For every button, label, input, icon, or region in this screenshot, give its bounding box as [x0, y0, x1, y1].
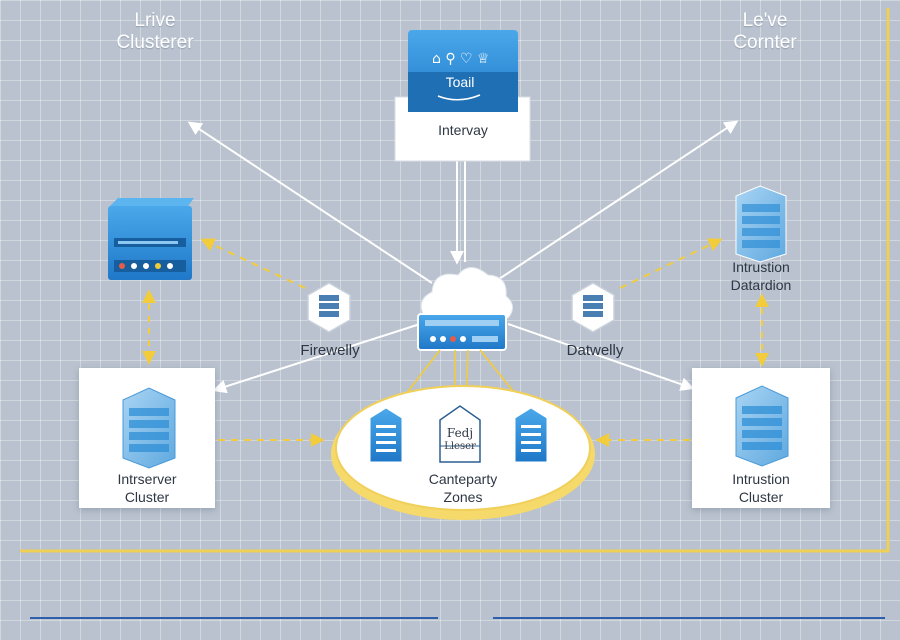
top-left-title-line1: Lrive — [134, 10, 176, 31]
intrserver-cluster-panel — [79, 368, 215, 508]
top-left-title-line2: Clusterer — [116, 32, 194, 53]
zone-box-label-line1: Fedj — [446, 426, 474, 440]
zone-box-label: Fedj Lleser — [438, 426, 482, 454]
dashed-arrow-dataway-intrusion — [619, 238, 723, 289]
zone-server-right-icon — [514, 407, 548, 463]
left-cluster-label: Intrserver Cluster — [79, 470, 215, 506]
svg-text:⌂ ⚲ ♡ ♕: ⌂ ⚲ ♡ ♕ — [432, 51, 490, 67]
dataway-hex-icon — [571, 282, 615, 333]
top-right-title: Le've Cornter — [705, 10, 825, 54]
cloud-hub — [417, 267, 513, 351]
gateway-screen-text: Toail — [445, 74, 475, 90]
intrusion-detection-label: Intrustion Datardion — [700, 258, 822, 294]
top-left-title: Lrive Clusterer — [95, 10, 215, 54]
right-cluster-label-line2: Cluster — [738, 489, 784, 505]
firewall-hex-icon — [307, 282, 351, 333]
intrusion-detection-label-line2: Datardion — [730, 277, 792, 293]
left-cluster-label-line2: Cluster — [124, 489, 170, 505]
zone-box-label-line2: Lleser — [444, 441, 476, 452]
network-device-left — [108, 198, 194, 280]
intrusion-detection-label-line1: Intrustion — [732, 259, 790, 275]
right-cluster-label: Intrustion Cluster — [692, 470, 830, 506]
zones-label: Canteparty Zones — [400, 470, 526, 506]
right-cluster-label-line1: Intrustion — [732, 471, 790, 487]
arrow-to-right-cluster — [507, 323, 695, 391]
left-cluster-label-line1: Intrserver — [117, 471, 177, 487]
server-rack-icon — [735, 385, 789, 467]
arrow-to-top-right — [492, 120, 739, 284]
firewall-label: Firewelly — [300, 342, 360, 359]
intrusion-cluster-panel — [692, 368, 830, 508]
dashed-arrow-firewall-device — [200, 238, 306, 289]
dataway-label: Datwelly — [566, 342, 624, 359]
arrow-to-left-cluster — [212, 323, 421, 394]
top-right-title-line2: Cornter — [733, 32, 797, 53]
server-rack-icon — [122, 387, 176, 469]
zone-server-left-icon — [369, 407, 403, 463]
gateway-label: Intervay — [438, 122, 488, 138]
arrow-to-top-left — [187, 121, 433, 284]
yellow-frame-line — [20, 8, 890, 553]
zone-firewall-box-icon — [439, 405, 481, 463]
intrusion-detection-server-icon — [735, 185, 787, 263]
gateway-node: ⌂ ⚲ ♡ ♕ — [394, 30, 531, 162]
top-right-title-line1: Le've — [742, 10, 788, 31]
zones-label-line2: Zones — [443, 489, 483, 505]
zones-label-line1: Canteparty — [428, 471, 498, 487]
